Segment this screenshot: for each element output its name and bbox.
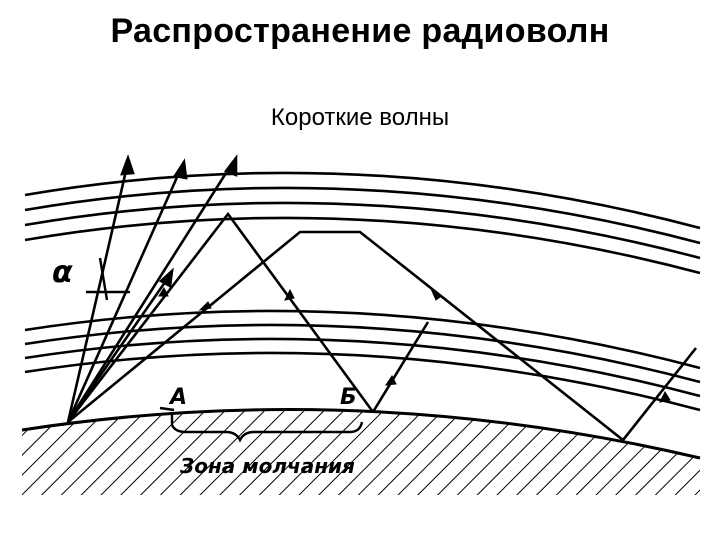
subtitle-text: Короткие волны xyxy=(270,104,450,131)
ray-arrowheads xyxy=(158,286,671,403)
label-point-b: Б xyxy=(340,385,357,410)
label-point-a: А xyxy=(168,385,187,410)
upper-ionosphere-layer xyxy=(24,171,701,275)
label-silence-zone: Зона молчания xyxy=(179,454,355,478)
escaping-rays xyxy=(66,154,238,423)
silence-zone-bracket xyxy=(159,406,364,443)
label-alpha: α xyxy=(52,255,73,290)
radio-wave-diagram: α А Б Зона молчания xyxy=(21,154,702,540)
angle-marker xyxy=(86,257,130,301)
lower-ionosphere-layer xyxy=(24,309,701,412)
slide-title: Распространение радиоволн xyxy=(110,12,610,50)
slide-subtitle: Короткие волны xyxy=(0,104,720,132)
reflected-ray-path xyxy=(66,211,698,442)
